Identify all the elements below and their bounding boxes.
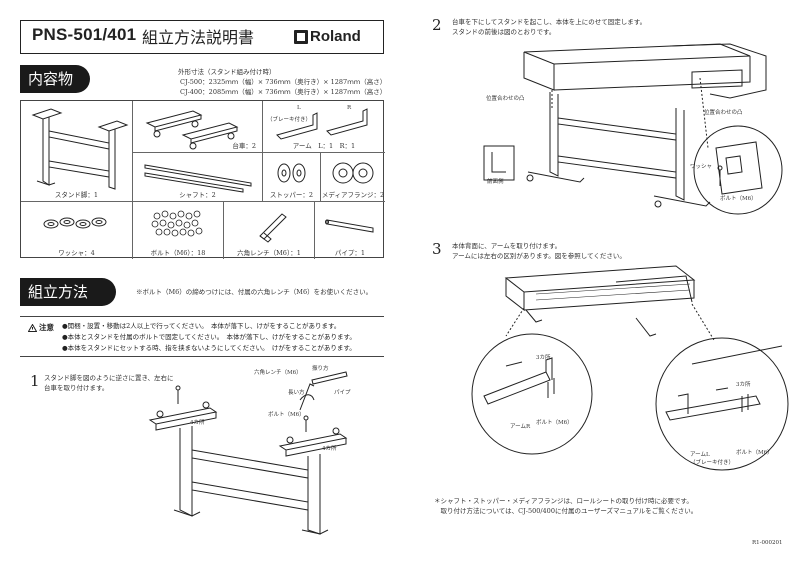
media-flanges-illustration [332, 162, 374, 184]
step-1-label-furikata: 振り方 [312, 366, 329, 372]
dimensions-title: 外形寸法（スタンド組み付け時） [178, 68, 276, 76]
model-number: PNS-501/401 [32, 25, 137, 44]
dimensions-cj500: CJ-500：2325ｍｍ（幅）× 736ｍｍ（奥行き）× 1287ｍｍ（高さ） [180, 78, 387, 86]
title-frame [20, 20, 384, 54]
step-2-line-2: スタンドの前後は図のとおりです。 [452, 28, 556, 36]
bolts-illustration [151, 210, 203, 237]
dimensions-cj400: CJ-400：2085ｍｍ（幅）× 736ｍｍ（奥行き）× 1287ｍｍ（高さ） [180, 88, 387, 96]
caution-heading: 注意 [28, 322, 54, 333]
casters-label: 台車：2 [232, 142, 256, 150]
wrench-note: ※ボルト（M6）の締めつけには、付属の六角レンチ（M6）をお使いください。 [136, 288, 373, 296]
pipe-label: パイプ：1 [334, 249, 366, 257]
warning-triangle-icon [28, 323, 37, 332]
step-3-label-brake: （ブレーキ付き） [690, 460, 735, 466]
step-3-footer: ＊シャフト・ストッパー・メディアフランジは、ロールシートの取り付け時に必要です。… [434, 496, 697, 516]
step-3-illustration [466, 262, 796, 494]
step-3-number: 3 [432, 240, 442, 258]
caution-item: ●開梱・設置・移動は2人以上で行ってください。 本体が落下し、けがをすることがあ… [62, 322, 341, 330]
step-2-label-bolt: ボルト（M6） [720, 196, 757, 202]
step-2-label-washer: ワッシャ [690, 164, 713, 170]
section-heading-contents: 内容物 [20, 65, 90, 93]
stoppers-illustration [277, 163, 306, 183]
step-2-illustration [480, 38, 790, 218]
step-2-label-front: 前面側 [487, 179, 504, 185]
part-media-flanges: メディアフランジ：2 [321, 153, 385, 202]
roland-logo-icon [294, 29, 308, 44]
step-2-line-1: 台車を下にしてスタンドを起こし、本体を上にのせて固定します。 [452, 18, 647, 26]
step-3-label-bolt-l: ボルト（M6） [736, 450, 773, 456]
pipe-illustration [325, 219, 374, 233]
document-title: 組立方法説明書 [142, 28, 255, 47]
part-shaft: シャフト：2 [133, 153, 263, 202]
part-washers: ワッシャ：4 [21, 202, 133, 259]
caution-bottom-rule [20, 356, 384, 357]
washers-label: ワッシャ：4 [58, 249, 95, 257]
step-3-line-1: 本体背面に、アームを取り付けます。 [452, 242, 562, 250]
step-3-footer-line-1: ＊シャフト・ストッパー・メディアフランジは、ロールシートの取り付け時に必要です。 [434, 497, 693, 505]
hex-wrench-label: 六角レンチ（M6）：1 [237, 249, 301, 257]
step-3-text: 本体背面に、アームを取り付けます。 アームには左右の区別があります。図を参照して… [452, 241, 626, 261]
part-stand-legs: スタンド脚：1 [21, 101, 133, 202]
bolts-label: ボルト（M6）：18 [150, 249, 206, 257]
document-code: R1-000201 [752, 540, 783, 546]
arm-left-letter: L [297, 105, 301, 111]
dimensions-block: 外形寸法（スタンド組み付け時） CJ-500：2325ｍｍ（幅）× 736ｍｍ（… [178, 67, 386, 97]
stoppers-label: ストッパー：2 [269, 191, 314, 199]
parts-grid: スタンド脚：1 台車：2 （ブレーキ付き） L R アーム L：1 R：1 [20, 100, 385, 259]
arms-illustration [276, 108, 368, 140]
part-pipe: パイプ：1 [315, 202, 385, 259]
step-2-number: 2 [432, 16, 442, 34]
part-casters: 台車：2 [133, 101, 263, 153]
step-2-label-align-right: 位置合わせの凸 [704, 110, 743, 116]
caution-item: ●本体とスタンドを付属のボルトで固定してください。 本体が落下し、けがをすること… [62, 333, 356, 341]
step-3-label-three-right: 3カ所 [736, 382, 751, 388]
step-3-line-2: アームには左右の区別があります。図を参照してください。 [452, 252, 626, 260]
step-3-label-arm-l: アームL [690, 452, 710, 458]
step-3-label-arm-r: アームR [510, 424, 531, 430]
shaft-illustration [144, 164, 252, 193]
step-1-line-2: 台車を取り付けます。 [44, 384, 109, 392]
arms-label: アーム L：1 R：1 [292, 142, 356, 150]
caution-list: ●開梱・設置・移動は2人以上で行ってください。 本体が落下し、けがをすることがあ… [62, 321, 356, 354]
step-1-number: 1 [30, 372, 40, 390]
brand-name: Roland [310, 28, 361, 45]
step-1-label-four-right: 4カ所 [322, 446, 337, 452]
arm-brake-note: （ブレーキ付き） [267, 117, 312, 123]
step-1-illustration [140, 370, 370, 555]
step-2-label-align-left: 位置合わせの凸 [486, 96, 525, 102]
stand-legs-label: スタンド脚：1 [54, 191, 99, 199]
step-1-line-1: スタンド脚を図のように逆さに置き、左右に [44, 374, 174, 382]
arm-right-letter: R [347, 105, 352, 111]
step-1-label-bolt: ボルト（M6） [268, 412, 305, 418]
step-1-text: スタンド脚を図のように逆さに置き、左右に 台車を取り付けます。 [44, 373, 174, 393]
brand-logo: Roland [294, 28, 361, 45]
hex-wrench-illustration [259, 213, 287, 243]
step-1-label-pipe: パイプ [334, 390, 351, 396]
part-hex-wrench: 六角レンチ（M6）：1 [224, 202, 315, 259]
caution-label: 注意 [39, 323, 54, 332]
section-heading-assembly: 組立方法 [20, 278, 116, 306]
step-3-label-three-top: 3カ所 [536, 355, 551, 361]
step-2-text: 台車を下にしてスタンドを起こし、本体を上にのせて固定します。 スタンドの前後は図… [452, 17, 646, 37]
part-stoppers: ストッパー：2 [263, 153, 321, 202]
media-flanges-label: メディアフランジ：2 [321, 191, 385, 199]
washers-illustration [43, 217, 107, 229]
casters-illustration [145, 110, 239, 150]
stand-legs-illustration [31, 108, 129, 190]
shaft-label: シャフト：2 [179, 191, 216, 199]
step-1-label-four-left: 4カ所 [190, 420, 205, 426]
step-3-label-bolt-r: ボルト（M6） [536, 420, 573, 426]
caution-top-rule [20, 316, 384, 317]
caution-item: ●本体をスタンドにセットする時、指を挟まないようにしてください。 けがをすること… [62, 344, 356, 352]
step-1-label-nagaikata: 長い方 [288, 390, 305, 396]
step-1-label-wrench: 六角レンチ（M6） [254, 370, 302, 376]
part-arms: （ブレーキ付き） L R アーム L：1 R：1 [263, 101, 385, 153]
step-3-footer-line-2: 取り付け方法については、CJ-500/400に付属のユーザーズマニュアルをご覧く… [434, 507, 698, 515]
part-bolts: ボルト（M6）：18 [133, 202, 224, 259]
